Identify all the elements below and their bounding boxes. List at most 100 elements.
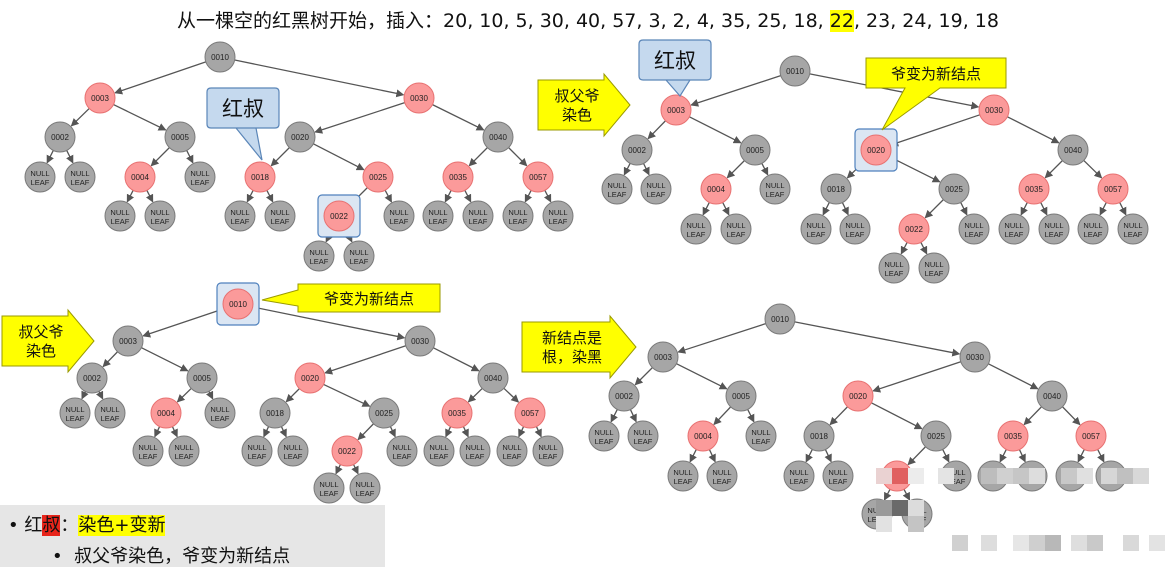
null-leaf-circle (532, 435, 564, 467)
leaf-edge (960, 202, 968, 216)
arrow-text: 新结点是 (542, 329, 602, 347)
black-node (739, 134, 771, 166)
leaf-edge (1040, 202, 1048, 216)
tree-edge (150, 147, 170, 167)
black-node (647, 341, 679, 373)
null-label: NULL (607, 181, 626, 190)
tree-node-0018: 0018 (259, 397, 291, 429)
black-node (959, 341, 991, 373)
leaf-label: LEAF (469, 217, 488, 226)
node-key: 0025 (369, 173, 387, 182)
tree-edge (285, 388, 300, 403)
null-label: NULL (633, 428, 652, 437)
null-label: NULL (349, 248, 368, 257)
tree-edge (114, 61, 207, 95)
leaf-edge (1119, 202, 1127, 216)
leaf-label: LEAF (429, 217, 448, 226)
null-leaf-circle (1038, 213, 1070, 245)
node-key: 0040 (1043, 392, 1061, 401)
tree-edge (907, 446, 926, 466)
tree-node-0018: 0018 (820, 173, 852, 205)
null-label: NULL (884, 260, 903, 269)
leaf-edge (610, 409, 618, 423)
node-key: 0005 (746, 146, 764, 155)
null-leaf-circle (303, 240, 335, 272)
null-leaf-circle (998, 213, 1030, 245)
null-label: NULL (283, 443, 302, 452)
node-key: 0040 (489, 133, 507, 142)
leaf-label: LEAF (503, 452, 522, 461)
null-leaf-circle (1117, 213, 1149, 245)
grandparent-callout: 爷变为新结点 (261, 283, 441, 313)
tree-edge (1044, 160, 1063, 179)
note-colon: ： (60, 515, 79, 536)
node-key: 0057 (521, 409, 539, 418)
leaf-label: LEAF (139, 452, 158, 461)
black-node (764, 303, 796, 335)
red-node (294, 362, 326, 394)
node-key: 0040 (484, 374, 502, 383)
tree-node-0030: 0030 (404, 325, 436, 357)
tree-edge (690, 75, 781, 107)
tree-node-0040: 0040 (1036, 380, 1068, 412)
tree-node-0022: 0022 (323, 200, 355, 232)
tree-edge (1083, 160, 1103, 179)
leaf-label: LEAF (175, 452, 194, 461)
tree-edge (324, 345, 406, 375)
null-leaf-circle (839, 213, 871, 245)
title-text-end: , 23, 24, 19, 18 (853, 10, 999, 32)
leaf-edge (205, 390, 214, 400)
tree-edge (809, 73, 980, 110)
callout-text: 红叔 (654, 49, 696, 73)
note-yellow-phrase: 染色+变新 (78, 515, 166, 536)
summary-note: • 红叔：染色+变新 • 叔父爷染色，爷变为新结点 (0, 505, 385, 567)
leaf-label: LEAF (211, 414, 230, 423)
null-label: NULL (392, 443, 411, 452)
leaf-edge (919, 242, 928, 255)
null-label: NULL (65, 405, 84, 414)
tree-node-0030: 0030 (959, 341, 991, 373)
null-leaf-circle (383, 200, 415, 232)
tree-edge (1062, 406, 1081, 426)
red-node (323, 200, 355, 232)
leaf-edge (463, 190, 472, 203)
leaf-edge (95, 390, 104, 400)
recolor-arrow: 叔父爷染色 (1, 308, 95, 374)
tree-edge (113, 103, 167, 131)
null-label: NULL (789, 468, 808, 477)
null-label: NULL (1123, 221, 1142, 230)
null-leaf-circle (184, 161, 216, 193)
leaf-label: LEAF (1084, 230, 1103, 239)
tree-node-0057: 0057 (522, 161, 554, 193)
node-key: 0030 (410, 94, 428, 103)
tree-edge (503, 387, 520, 403)
node-key: 0025 (375, 409, 393, 418)
black-node (1057, 134, 1089, 166)
black-node (920, 420, 952, 452)
null-label: NULL (845, 221, 864, 230)
tree-node-0003: 0003 (112, 325, 144, 357)
leaf-label: LEAF (807, 230, 826, 239)
node-key: 0057 (1082, 432, 1100, 441)
null-label: NULL (70, 169, 89, 178)
null-leaf-circle (958, 213, 990, 245)
null-leaf-circle (601, 173, 633, 205)
leaf-edge (265, 190, 274, 203)
null-label: NULL (174, 443, 193, 452)
leaf-label: LEAF (390, 217, 409, 226)
